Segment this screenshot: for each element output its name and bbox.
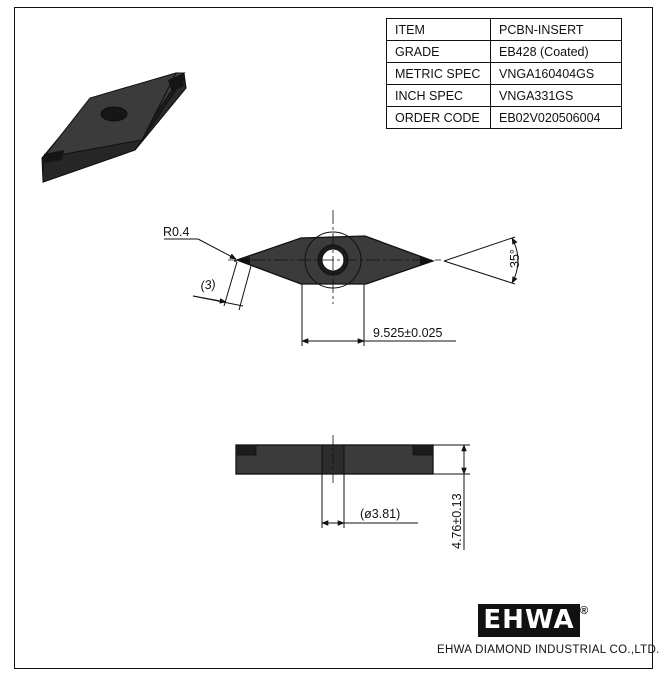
spec-table: ITEM PCBN-INSERT GRADE EB428 (Coated) ME… <box>386 18 622 129</box>
edge-width-label: (3) <box>199 277 216 293</box>
spec-row-order-code: ORDER CODE EB02V020506004 <box>386 106 622 129</box>
angle-label: 35° <box>508 249 522 268</box>
spec-value: PCBN-INSERT <box>490 18 622 41</box>
corner-radius-label: R0.4 <box>163 225 189 239</box>
corner-radius-callout <box>164 238 237 260</box>
insert-side-view <box>235 435 434 484</box>
ehwa-logo: EHWA <box>478 604 580 637</box>
company-name: EHWA DIAMOND INDUSTRIAL CO.,LTD. <box>437 644 660 656</box>
spec-row-metric: METRIC SPEC VNGA160404GS <box>386 62 622 85</box>
spec-row-item: ITEM PCBN-INSERT <box>386 18 622 41</box>
inscribed-circle-label: 9.525±0.025 <box>373 326 442 340</box>
inscribed-circle-dimension <box>301 284 456 346</box>
angle-dimension <box>443 236 519 285</box>
hole-diameter-label: (ø3.81) <box>360 507 400 521</box>
insert-top-view <box>228 210 441 304</box>
spec-key: METRIC SPEC <box>386 62 491 85</box>
spec-key: ORDER CODE <box>386 106 491 129</box>
hole-diameter-dimension <box>321 474 418 528</box>
spec-value: VNGA160404GS <box>490 62 622 85</box>
drawing-border <box>14 7 653 669</box>
insert-iso-view <box>41 72 187 183</box>
spec-row-grade: GRADE EB428 (Coated) <box>386 40 622 63</box>
thickness-label: 4.76±0.13 <box>450 493 464 549</box>
logo-wordmark: EHWA <box>478 604 580 637</box>
edge-width-dimension <box>192 261 252 311</box>
thickness-dimension <box>433 444 470 550</box>
spec-value: EB02V020506004 <box>490 106 622 129</box>
registered-mark: ® <box>580 605 589 617</box>
